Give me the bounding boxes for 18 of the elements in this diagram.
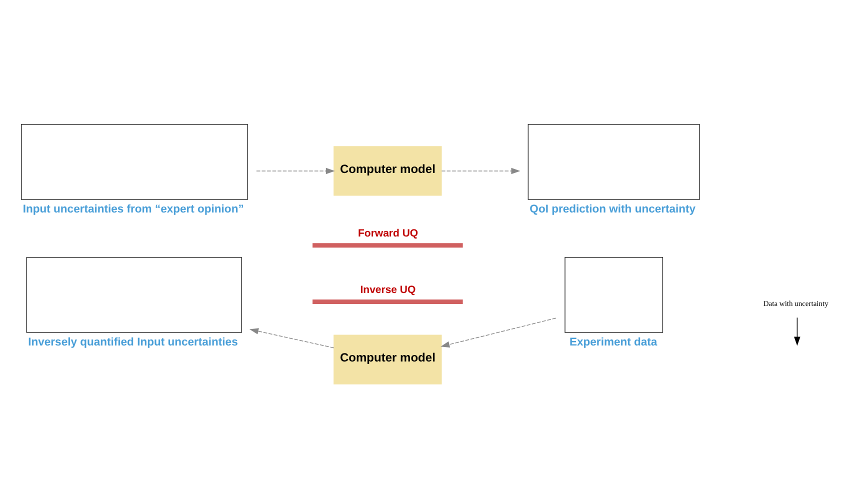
node-box: Computer model: [334, 146, 442, 196]
node-box: [26, 257, 242, 333]
node-label: QoI prediction with uncertainty: [530, 203, 696, 216]
node-label: Input uncertainties from “expert opinion”: [22, 203, 244, 216]
arrow: [440, 318, 556, 348]
node-box: [528, 124, 700, 200]
arrow: [441, 168, 520, 174]
arrow: [794, 317, 800, 346]
node-box: [21, 124, 248, 200]
node-label: Inversely quantified Input uncertainties: [28, 336, 238, 348]
node-label: Experiment data: [570, 336, 658, 348]
node-box: [564, 257, 664, 333]
arrow: [256, 168, 335, 174]
label: Inverse UQ: [360, 284, 416, 296]
label: Forward UQ: [358, 228, 418, 240]
node-box: Computer model: [334, 334, 442, 384]
node-text: Data with uncertainty: [763, 298, 828, 308]
arrow: [249, 328, 334, 348]
